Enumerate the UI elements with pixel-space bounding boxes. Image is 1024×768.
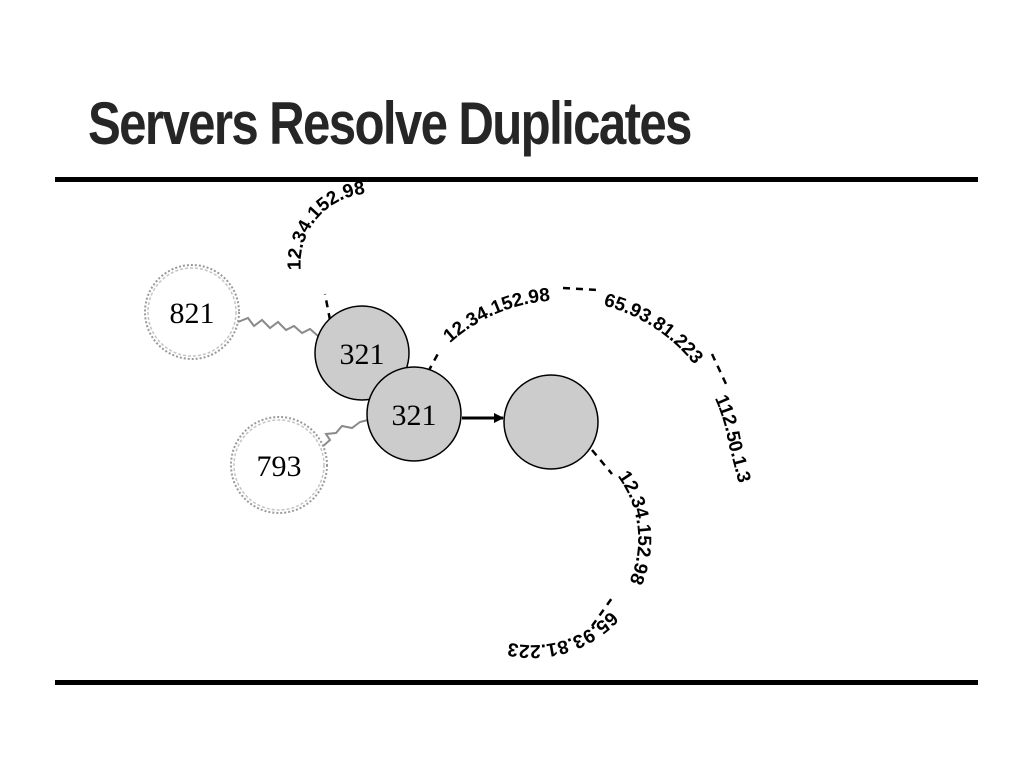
node-label-821: 821 xyxy=(170,297,215,330)
route-2-hop-3: 112.50.1.3 xyxy=(710,392,754,485)
server-node-321-b: 321 xyxy=(366,366,462,462)
top-divider xyxy=(55,177,978,182)
peer-node-821: 821 xyxy=(144,264,240,360)
route-2-addresses: 12.34.152.98 xyxy=(440,285,551,347)
server-label-a: 321 xyxy=(340,338,385,371)
route-3-addresses-b: 65.93.81.223 xyxy=(506,607,622,661)
route-leader-2-gap-2 xyxy=(710,353,728,385)
route-3-hop-1: 12.34.152.98 xyxy=(613,467,654,587)
node-label-793: 793 xyxy=(257,450,302,483)
route-2-addresses-b: 65.93.81.223 xyxy=(602,290,707,368)
route-2-hop-2: 65.93.81.223 xyxy=(602,290,707,368)
bottom-divider xyxy=(55,680,978,685)
route-1-hop-1: 12.34.152.98 xyxy=(285,178,367,270)
peer-node-793: 793 xyxy=(230,416,328,514)
destination-node xyxy=(503,374,599,470)
route-3-addresses: 12.34.152.98 xyxy=(613,467,654,587)
route-1-addresses: 12.34.152.98 xyxy=(285,178,367,270)
route-leader-2 xyxy=(426,349,442,373)
route-leader-3-gap xyxy=(590,597,614,627)
connector-793-to-server xyxy=(321,419,369,448)
slide-title: Servers Resolve Duplicates xyxy=(88,90,692,157)
server-label-b: 321 xyxy=(392,399,437,432)
route-3-hop-2: 65.93.81.223 xyxy=(506,607,622,661)
route-leader-2-gap-1 xyxy=(562,286,599,292)
connector-821-to-server xyxy=(237,316,319,337)
route-leader-1 xyxy=(323,293,332,321)
route-2-hop-1: 12.34.152.98 xyxy=(440,285,551,347)
route-leader-3 xyxy=(591,449,613,475)
route-2-addresses-c: 112.50.1.3 xyxy=(710,392,754,485)
